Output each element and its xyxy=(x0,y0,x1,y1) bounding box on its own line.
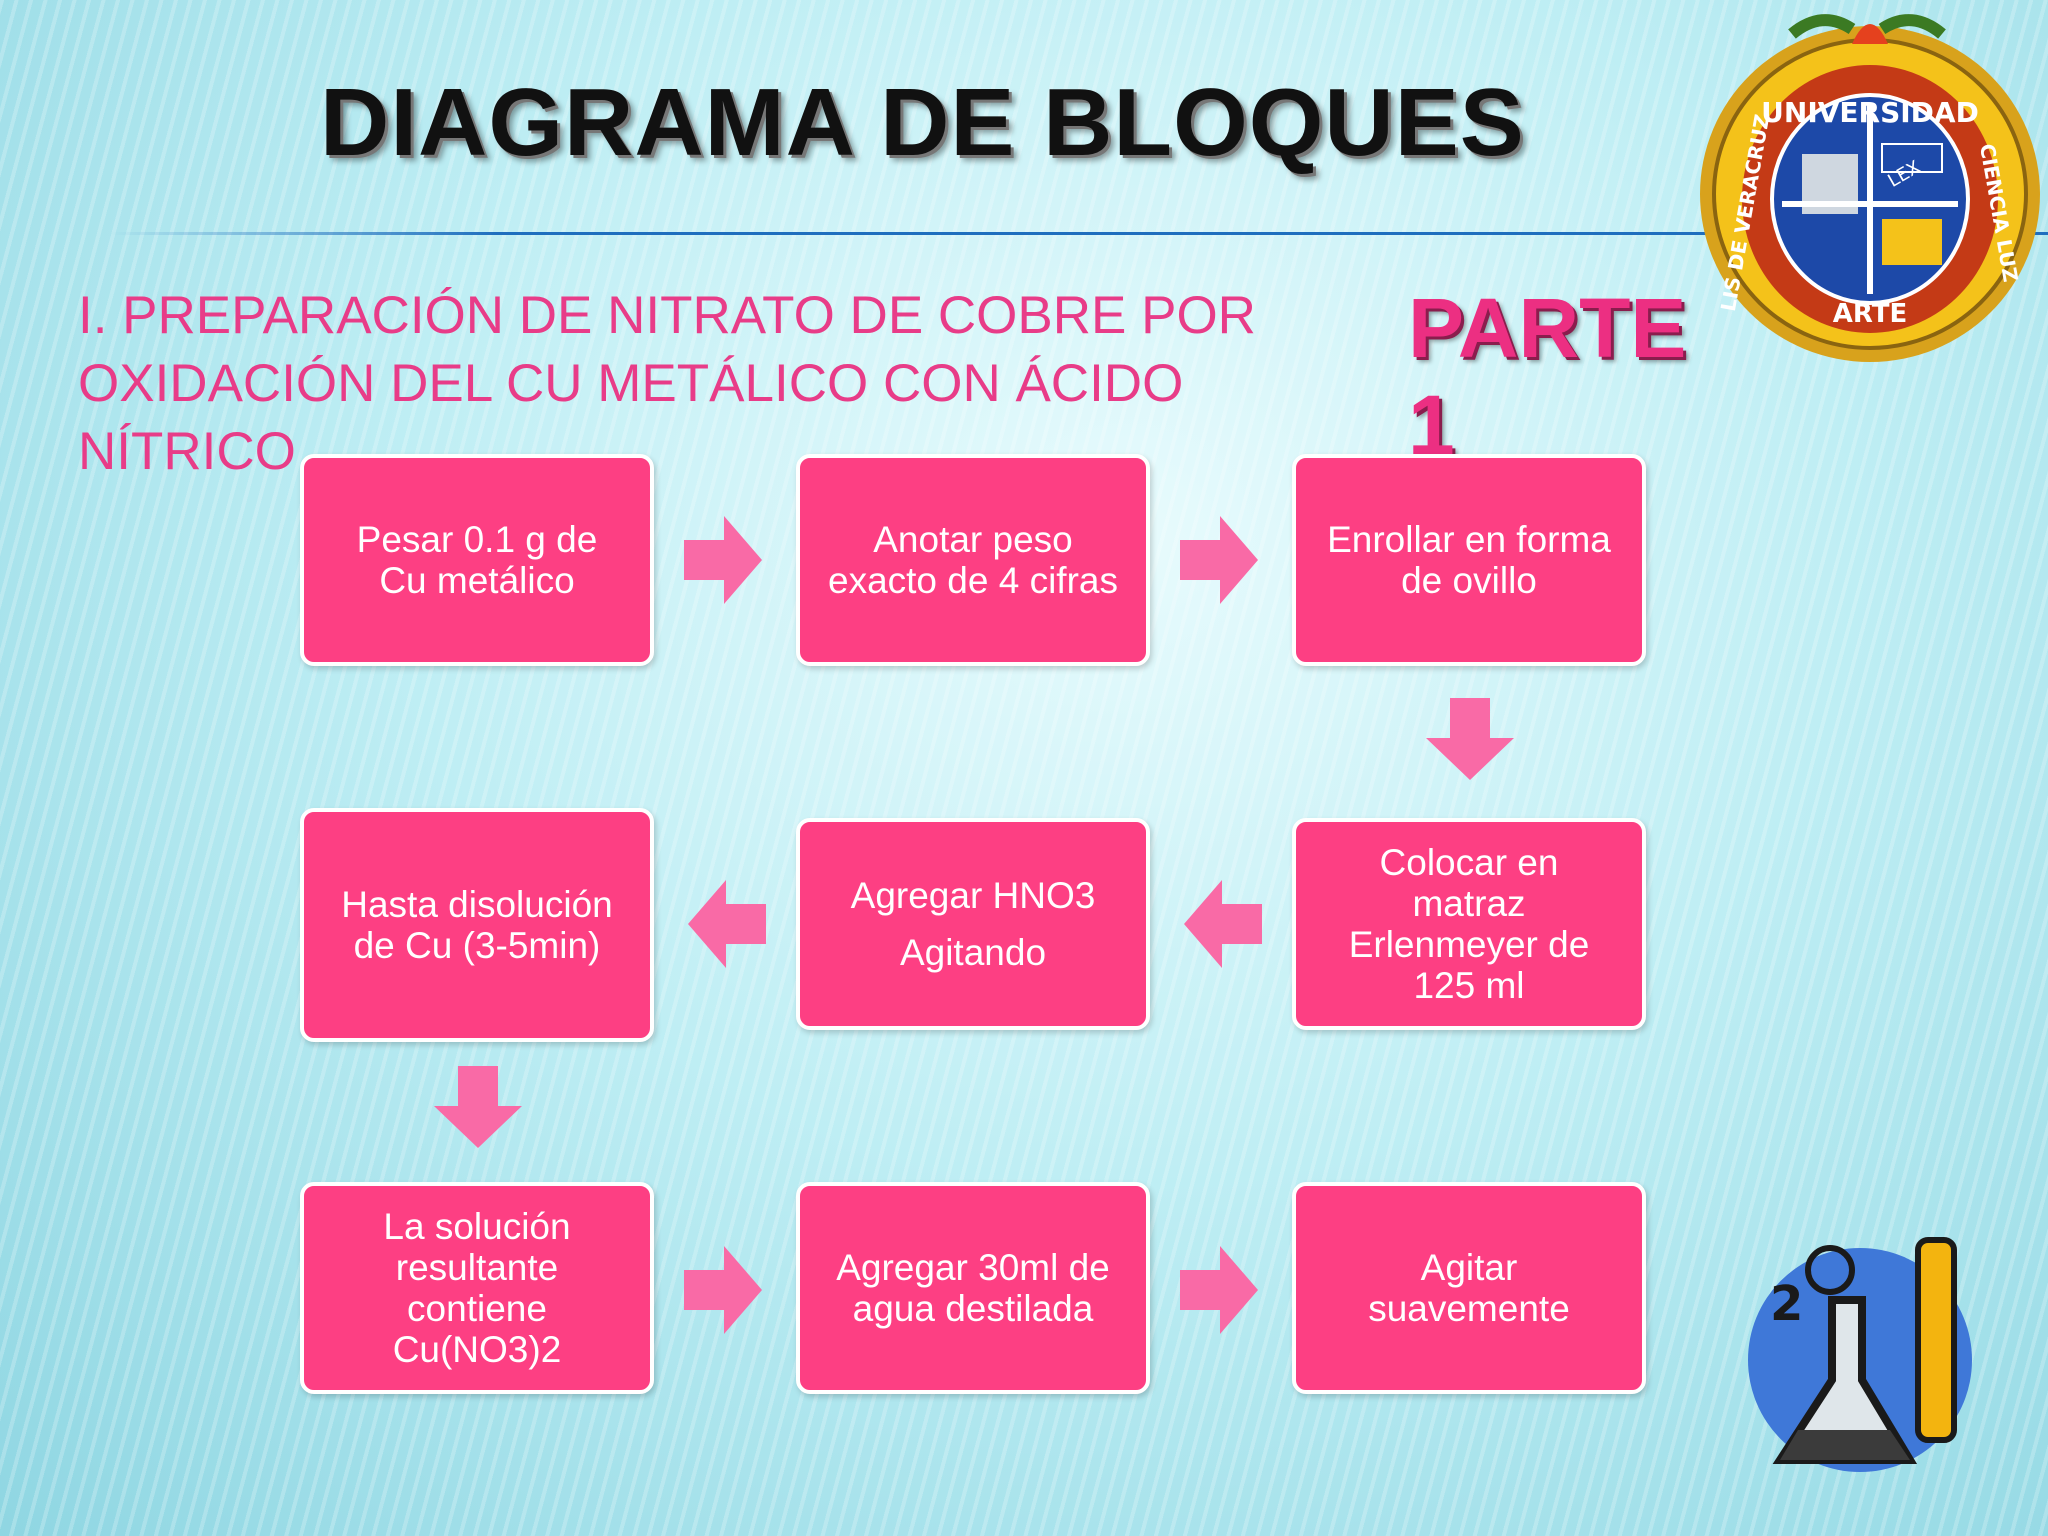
step-8-line-2: agua destilada xyxy=(852,1288,1094,1329)
arrow-down-icon xyxy=(434,1066,522,1148)
step-box-6: Hasta disolución de Cu (3-5min) xyxy=(300,808,654,1042)
step-4-line-4: 125 ml xyxy=(1413,965,1525,1006)
arrow-down-icon xyxy=(1426,698,1514,780)
chem-number: 2 xyxy=(1770,1276,1803,1332)
step-5-line-2: Agitando xyxy=(899,932,1047,973)
step-2-line-1: Anotar peso xyxy=(873,519,1073,560)
step-4-line-2: matraz xyxy=(1412,883,1526,924)
step-box-2: Anotar peso exacto de 4 cifras xyxy=(796,454,1150,666)
title-divider xyxy=(110,232,2048,235)
arrow-left-icon xyxy=(688,880,766,968)
university-seal-icon: UNIVERSIDAD LEX LIS DE VERACRUZ CIENCIA … xyxy=(1692,4,2048,376)
step-6-line-1: Hasta disolución xyxy=(341,884,613,925)
step-7-line-4: Cu(NO3)2 xyxy=(392,1329,562,1370)
step-9-line-2: suavemente xyxy=(1368,1288,1570,1329)
step-3-line-2: de ovillo xyxy=(1401,560,1537,601)
step-box-4: Colocar en matraz Erlenmeyer de 125 ml xyxy=(1292,818,1646,1030)
step-box-5: Agregar HNO3 Agitando xyxy=(796,818,1150,1030)
step-4-line-3: Erlenmeyer de xyxy=(1348,924,1590,965)
step-5-line-1: Agregar HNO3 xyxy=(850,875,1096,916)
step-7-line-3: contiene xyxy=(407,1288,547,1329)
step-box-3: Enrollar en forma de ovillo xyxy=(1292,454,1646,666)
step-7-line-2: resultante xyxy=(395,1247,559,1288)
step-3-line-1: Enrollar en forma xyxy=(1327,519,1611,560)
seal-top-text: UNIVERSIDAD xyxy=(1761,96,1979,129)
seal-bottom-text: ARTE xyxy=(1833,299,1907,329)
step-box-9: Agitar suavemente xyxy=(1292,1182,1646,1394)
step-1-line-1: Pesar 0.1 g de xyxy=(356,519,598,560)
arrow-right-icon xyxy=(1180,1246,1258,1334)
step-6-line-2: de Cu (3-5min) xyxy=(353,925,601,966)
slide-subtitle: I. PREPARACIÓN DE NITRATO DE COBRE POR O… xyxy=(78,286,1256,481)
step-box-1: Pesar 0.1 g de Cu metálico xyxy=(300,454,654,666)
step-box-7: La solución resultante contiene Cu(NO3)2 xyxy=(300,1182,654,1394)
step-9-line-1: Agitar xyxy=(1420,1247,1518,1288)
arrow-right-icon xyxy=(684,1246,762,1334)
chemistry-flask-icon: 2 xyxy=(1740,1230,2000,1490)
step-4-line-1: Colocar en xyxy=(1379,842,1559,883)
arrow-right-icon xyxy=(684,516,762,604)
arrow-left-icon xyxy=(1184,880,1262,968)
step-box-8: Agregar 30ml de agua destilada xyxy=(796,1182,1150,1394)
slide-title: DIAGRAMA DE BLOQUES xyxy=(320,69,1525,176)
step-7-line-1: La solución xyxy=(383,1206,571,1247)
step-1-line-2: Cu metálico xyxy=(379,560,575,601)
step-2-line-2: exacto de 4 cifras xyxy=(828,560,1118,601)
step-8-line-1: Agregar 30ml de xyxy=(836,1247,1110,1288)
arrow-right-icon xyxy=(1180,516,1258,604)
